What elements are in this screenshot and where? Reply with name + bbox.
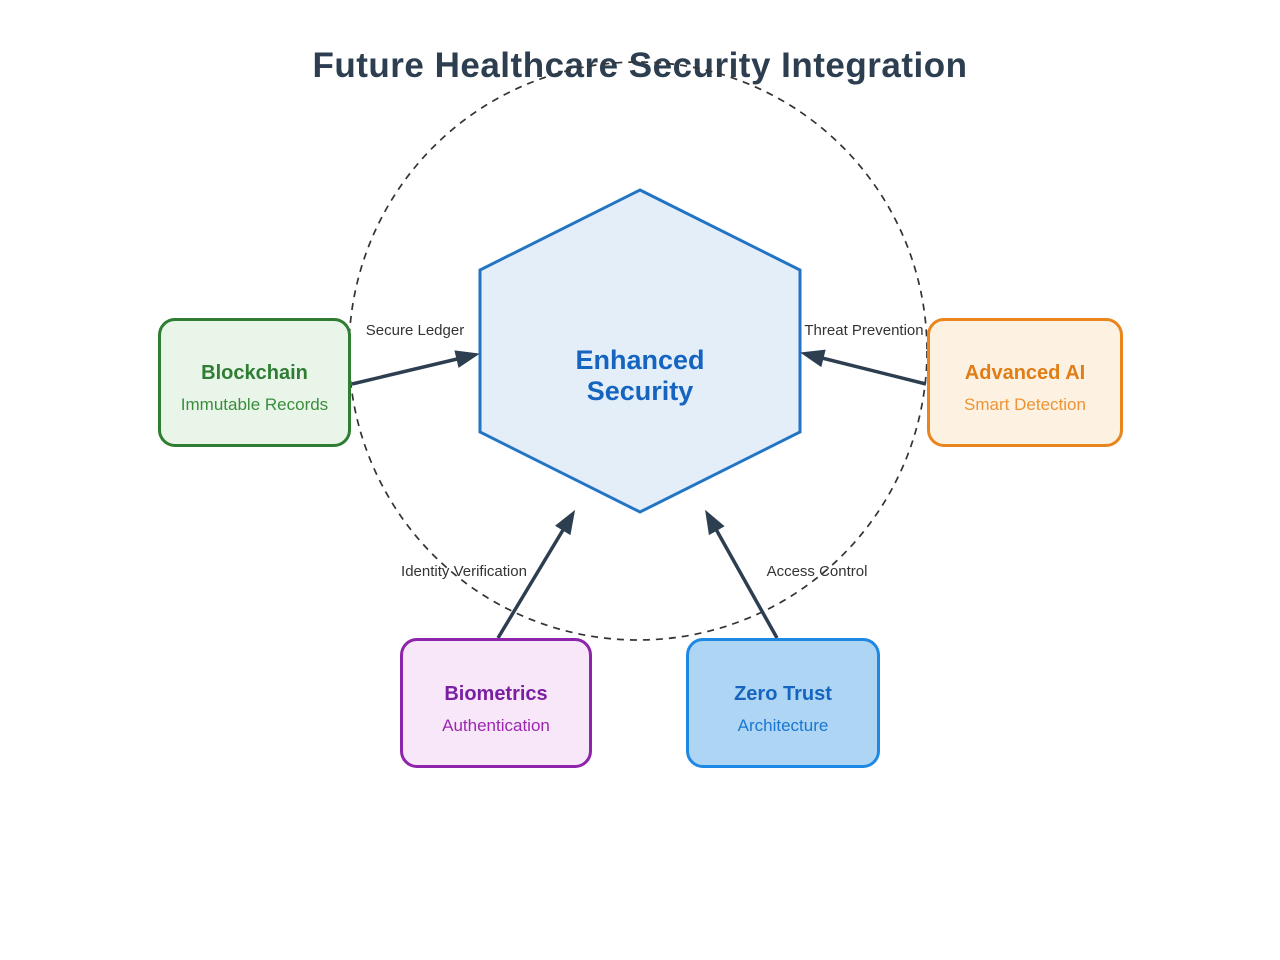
node-advanced-ai-subtitle: Smart Detection (964, 395, 1086, 414)
node-biometrics-subtitle: Authentication (442, 715, 550, 735)
center-label-line2: Security (586, 376, 694, 406)
node-blockchain-subtitle: Immutable Records (180, 395, 329, 414)
center-label-line1: Enhanced (575, 345, 705, 375)
node-blockchain-title: Blockchain (201, 362, 308, 384)
arrow-blockchain-to-center (351, 350, 480, 386)
node-advanced-ai-title: Advanced AI (964, 362, 1086, 384)
node-advanced-ai: Advanced AI Smart Detection (927, 318, 1123, 447)
node-biometrics-title: Biometrics (444, 682, 548, 705)
node-biometrics: Biometrics Authentication (400, 638, 592, 768)
node-blockchain: Blockchain Immutable Records (158, 318, 351, 447)
diagram-title: Future Healthcare Security Integration (312, 46, 968, 85)
arrow-advanced-ai-to-center (800, 349, 927, 386)
center-node-label: Enhanced Security (520, 345, 760, 407)
edge-label-threat-prevention: Threat Prevention (804, 322, 924, 339)
node-zero-trust-subtitle: Architecture (737, 715, 829, 735)
edge-label-identity-verification: Identity Verification (401, 563, 527, 580)
edge-label-secure-ledger: Secure Ledger (365, 322, 465, 339)
edge-label-access-control: Access Control (766, 563, 868, 580)
node-zero-trust-title: Zero Trust (734, 682, 832, 705)
node-zero-trust: Zero Trust Architecture (686, 638, 880, 768)
